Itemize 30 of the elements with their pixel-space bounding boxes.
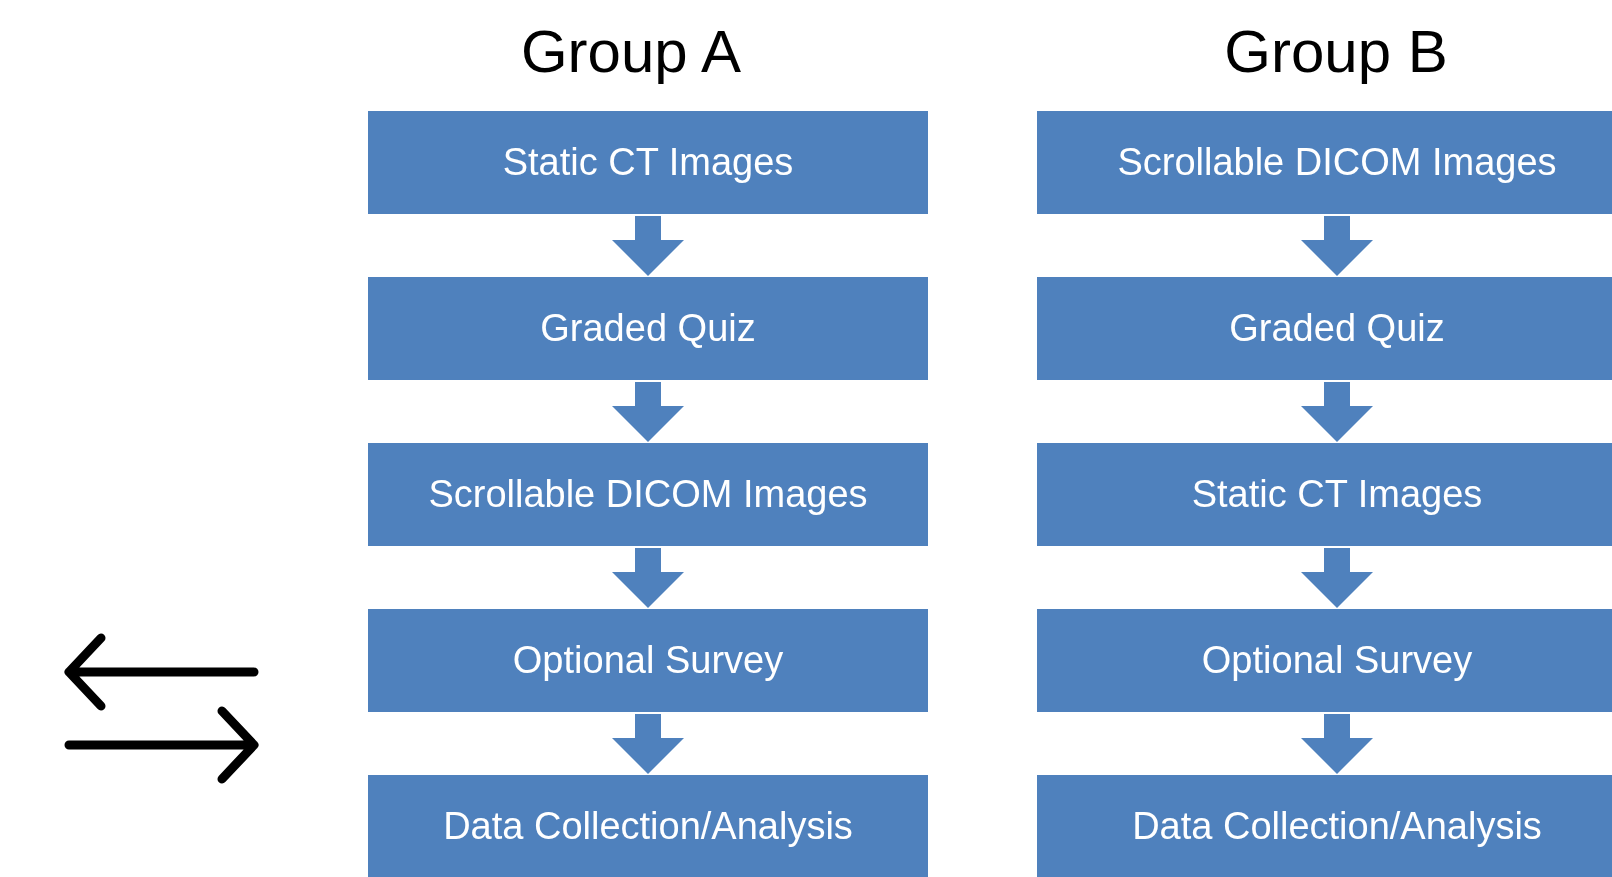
process-box <box>368 443 928 546</box>
box-label: Graded Quiz <box>540 307 756 350</box>
arrow <box>612 548 684 608</box>
box-label: Scrollable DICOM Images <box>1117 141 1557 184</box>
process-box <box>368 775 928 877</box>
process-box <box>1037 443 1612 546</box>
process-box <box>368 609 928 712</box>
box-label: Graded Quiz <box>1229 307 1445 350</box>
process-box <box>368 111 928 214</box>
box-label: Data Collection/Analysis <box>443 805 853 848</box>
group-heading: Group B <box>1223 17 1449 87</box>
process-box <box>368 277 928 380</box>
process-box <box>1037 111 1612 214</box>
box-label: Optional Survey <box>1201 639 1473 682</box>
box-label: Optional Survey <box>512 639 784 682</box>
process-box <box>1037 609 1612 712</box>
box-label: Static CT Images <box>502 141 794 184</box>
arrow <box>1301 548 1373 608</box>
box-label: Static CT Images <box>1191 473 1483 516</box>
box-label: Scrollable DICOM Images <box>428 473 868 516</box>
arrow <box>1301 382 1373 442</box>
arrow <box>612 714 684 774</box>
process-box <box>1037 277 1612 380</box>
arrow <box>612 216 684 276</box>
arrow <box>1301 216 1373 276</box>
arrow <box>1301 714 1373 774</box>
arrow <box>612 382 684 442</box>
process-box <box>1037 775 1612 877</box>
box-label: Data Collection/Analysis <box>1132 805 1542 848</box>
group-heading: Group A <box>519 17 743 87</box>
